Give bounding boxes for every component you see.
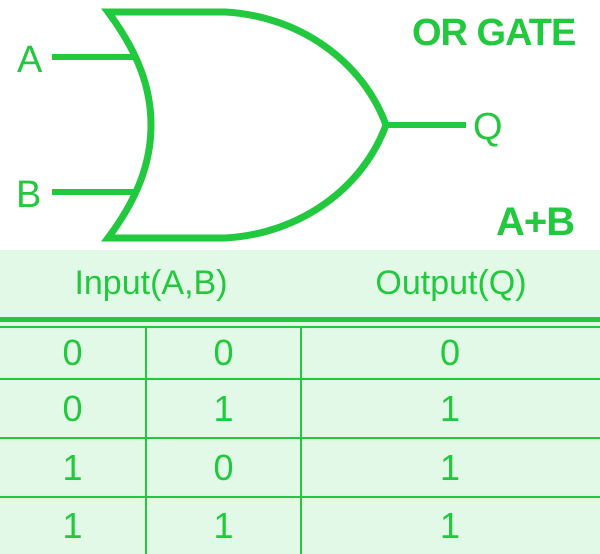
table-row: 0 0 0	[0, 328, 600, 378]
or-gate-schematic	[52, 8, 466, 242]
input-a-label: A	[17, 39, 43, 81]
table-row: 0 1 1	[0, 378, 600, 437]
or-gate-body	[101, 8, 390, 242]
truth-table-cell: 0	[439, 332, 461, 373]
truth-table-cell: 1	[147, 380, 302, 437]
header-output: Output(Q)	[375, 264, 527, 302]
header-input: Input(A,B)	[74, 264, 228, 302]
gate-diagram-panel: A B Q OR GATE A+B	[0, 0, 600, 250]
input-b-label: B	[16, 174, 42, 216]
truth-table-cell: 1	[439, 446, 461, 488]
truth-table-cell: 1	[0, 498, 147, 554]
truth-table-cell: 1	[439, 505, 461, 546]
header-divider	[0, 317, 600, 328]
gate-expression: A+B	[496, 200, 575, 244]
output-label: Q	[473, 106, 503, 148]
table-row: 1 1 1	[0, 496, 600, 554]
truth-table-header: Input(A,B) Output(Q)	[0, 250, 600, 317]
truth-table-cell: 0	[147, 328, 302, 378]
truth-table-cell: 1	[147, 498, 302, 554]
truth-table: Input(A,B) Output(Q) 0 0 0 0 1 1 1 0 1 1…	[0, 250, 600, 554]
gate-title: OR GATE	[412, 12, 576, 54]
truth-table-cell: 1	[0, 439, 147, 496]
truth-table-cell: 0	[0, 328, 147, 378]
truth-table-cell: 0	[147, 439, 302, 496]
truth-table-cell: 0	[0, 380, 147, 437]
table-row: 1 0 1	[0, 437, 600, 496]
truth-table-cell: 1	[439, 387, 461, 429]
